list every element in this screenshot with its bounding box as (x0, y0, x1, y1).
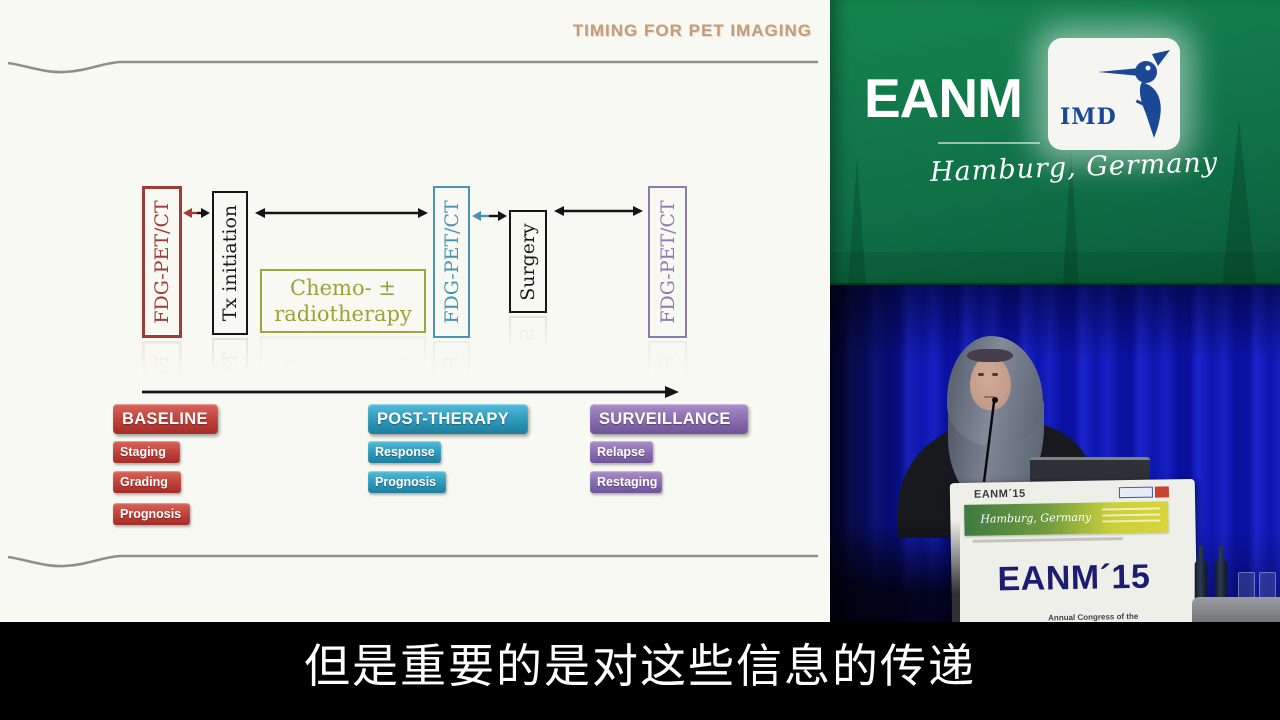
reflection-tx: Tx initiation (212, 338, 248, 378)
microphone (982, 397, 998, 483)
chemo-radiotherapy-box: Chemo- ± radiotherapy (260, 269, 426, 333)
tx-initiation-box: Tx initiation (212, 191, 248, 335)
skyline-silhouette (830, 118, 1280, 285)
podium-banner-strip: Hamburg, Germany (964, 501, 1169, 536)
reflection-fdg-posttherapy: FDG-PET/CT (433, 341, 470, 381)
baseline-item-grading: Grading (113, 471, 181, 493)
timeline-axis-arrow (142, 386, 679, 398)
imd-logo-text: IMD (1060, 104, 1117, 130)
reflection-fdg-surveillance: FDG-PET/CT (648, 341, 687, 381)
fdg-petct-baseline-label: FDG-PET/CT (151, 200, 173, 324)
chemo-line2: radiotherapy (274, 302, 412, 326)
strip-textline-1 (1102, 507, 1161, 511)
fdg-petct-baseline-box: FDG-PET/CT (142, 186, 182, 338)
podium: EANM´15 Hamburg, Germany EANM´15 Annual … (949, 478, 1198, 625)
chemo-line1: Chemo- ± (290, 275, 396, 300)
posttherapy-header: POST-THERAPY (368, 404, 528, 434)
baseline-item-staging: Staging (113, 441, 180, 463)
reflection-fdg-baseline: FDG-PET/CT (142, 341, 182, 381)
slide-title: TIMING FOR PET IMAGING (572, 21, 812, 40)
strip-textline-2 (1102, 513, 1161, 517)
arrow-fdg2-surgery (472, 211, 507, 221)
surgery-box: Surgery (509, 210, 547, 313)
podium-sign-large: EANM´15 (997, 557, 1151, 599)
reflection-surgery: Surgery (509, 316, 547, 354)
mini-logo-red (1154, 486, 1170, 498)
kingfisher-bird-icon (1098, 50, 1170, 138)
eanm-banner: EANM IMD Hamburg, Germany (830, 0, 1280, 285)
tx-initiation-label: Tx initiation (219, 204, 241, 322)
posttherapy-item-response: Response (368, 441, 441, 463)
podium-sign-subtitle: Annual Congress of the (1048, 611, 1139, 623)
slide-panel: TIMING FOR PET IMAGING FDG-PET/CT Tx ini… (0, 0, 830, 622)
arrow-surgery-fdg3 (554, 206, 643, 216)
strip-location: Hamburg, Germany (980, 510, 1092, 526)
podium-sign-small: EANM´15 (973, 487, 1026, 501)
speaker-eye-left (978, 373, 984, 376)
arrow-tx-fdg2 (255, 208, 428, 218)
baseline-header: BASELINE (113, 404, 218, 434)
fdg-petct-posttherapy-box: FDG-PET/CT (433, 186, 470, 338)
surveillance-item-restaging: Restaging (590, 471, 662, 493)
water-glass-2 (1259, 572, 1276, 599)
eanm-underline (938, 142, 1040, 144)
subtitle-text: 但是重要的是对这些信息的传递 (304, 639, 976, 693)
hijab-band (967, 349, 1013, 362)
speaker-video-panel: EANM IMD Hamburg, Germany (830, 0, 1280, 625)
speaker-face (970, 356, 1011, 410)
speaker-eye-right (992, 373, 998, 376)
surgery-label: Surgery (517, 222, 539, 301)
fdg-petct-posttherapy-label: FDG-PET/CT (440, 200, 463, 324)
arrow-fdg1-tx (183, 208, 210, 218)
eanm-wordmark: EANM (864, 67, 1023, 129)
mini-logo-blue (1118, 486, 1154, 499)
speaker-mouth (984, 396, 995, 398)
water-bottle-2 (1214, 546, 1228, 598)
water-bottle-1 (1194, 546, 1208, 598)
fdg-petct-surveillance-box: FDG-PET/CT (648, 186, 687, 338)
reflection-chemo: radiotherapy (260, 336, 426, 372)
water-glass-1 (1238, 572, 1255, 599)
surveillance-item-relapse: Relapse (590, 441, 653, 463)
eanm-congress-logo: IMD (1048, 38, 1180, 150)
surveillance-header: SURVEILLANCE (590, 404, 748, 434)
strip-textline-3 (1102, 519, 1161, 523)
side-table (1192, 597, 1280, 625)
stage-area: EANM´15 Hamburg, Germany EANM´15 Annual … (830, 285, 1280, 625)
stage-shadow-bottom-left (830, 520, 960, 625)
strip-caption-line (972, 537, 1123, 543)
baseline-item-prognosis: Prognosis (113, 503, 190, 525)
posttherapy-item-prognosis: Prognosis (368, 471, 446, 493)
subtitle-bar: 但是重要的是对这些信息的传递 (0, 622, 1280, 720)
fdg-petct-surveillance-label: FDG-PET/CT (656, 200, 679, 324)
podium-mini-logo (1118, 486, 1170, 499)
